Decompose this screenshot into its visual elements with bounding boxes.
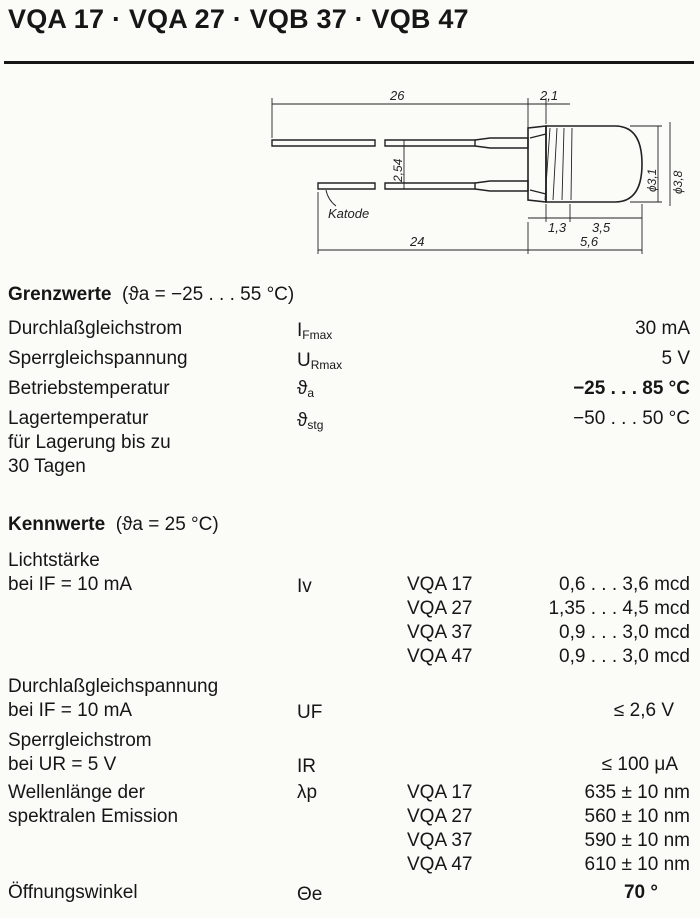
katode-label: Katode: [328, 206, 369, 221]
kennwerte-condition: (ϑa = 25 °C): [115, 514, 219, 535]
param-value: 70 °: [623, 882, 658, 903]
param-label-continued: für Lagerung bis zu: [8, 432, 171, 453]
lower-lead: [317, 182, 376, 190]
param-symbol: Iv: [297, 576, 312, 597]
dim-phi-3-8-label: ϕ3,8: [671, 170, 685, 194]
page-title: VQA 17 · VQA 27 · VQB 37 · VQB 47: [8, 4, 469, 34]
dim-2-1-label: 2,1: [539, 88, 558, 103]
type-value: 1,35 . . . 4,5 mcd: [548, 598, 690, 619]
lower-lead-right: [384, 182, 476, 190]
lower-lead-bend: [474, 180, 529, 192]
type-value: 635 ± 10 nm: [584, 782, 691, 803]
param-label: Öffnungswinkel: [8, 882, 138, 903]
param-label-continued: spektralen Emission: [8, 806, 179, 827]
dim-1-3-label: 1,3: [548, 220, 567, 235]
param-symbol: ϑstg: [297, 410, 324, 432]
kennwerte-heading: Kennwerte: [8, 514, 106, 535]
param-label-continued: bei IF = 10 mA: [8, 574, 133, 595]
param-label: Wellenlänge der: [8, 782, 145, 803]
param-value: −25 . . . 85 °C: [573, 378, 690, 399]
dim-5-6-label: 5,6: [580, 234, 599, 249]
type-label: VQA 27: [407, 598, 473, 619]
upper-lead-right: [384, 139, 476, 147]
type-value: 0,9 . . . 3,0 mcd: [559, 622, 690, 643]
param-label: Durchlaßgleichspannung: [8, 676, 219, 697]
dim-24-label: 24: [409, 234, 424, 249]
upper-lead: [271, 139, 376, 147]
param-symbol: IR: [297, 756, 316, 777]
grenzwerte-condition: (ϑa = −25 . . . 55 °C): [122, 284, 295, 305]
param-symbol: λp: [297, 782, 318, 803]
param-value: 30 mA: [635, 318, 690, 339]
param-label-continued: 30 Tagen: [8, 456, 86, 477]
title-rule: [4, 61, 694, 64]
type-value: 560 ± 10 nm: [584, 806, 691, 827]
type-value: 0,6 . . . 3,6 mcd: [559, 574, 690, 595]
type-label: VQA 47: [407, 646, 473, 667]
type-label: VQA 47: [407, 854, 473, 875]
param-symbol: IFmax: [297, 320, 333, 342]
type-label: VQA 37: [407, 622, 473, 643]
type-label: VQA 37: [407, 830, 473, 851]
type-label: VQA 17: [407, 574, 473, 595]
param-symbol: Θe: [297, 884, 323, 905]
param-label-continued: bei IF = 10 mA: [8, 700, 133, 721]
param-value: 5 V: [661, 348, 690, 369]
param-label-continued: bei UR = 5 V: [8, 754, 117, 775]
led-body: [545, 125, 643, 203]
param-symbol: URmax: [297, 350, 343, 372]
param-label: Lagertemperatur: [8, 408, 149, 429]
type-value: 590 ± 10 nm: [584, 830, 691, 851]
kennwerte-heading-row: Kennwerte (ϑa = 25 °C): [8, 514, 219, 536]
param-label: Sperrgleichstrom: [8, 730, 152, 751]
param-label: Lichtstärke: [8, 550, 100, 571]
type-value: 0,9 . . . 3,0 mcd: [559, 646, 690, 667]
grenzwerte-heading: Grenzwerte: [8, 284, 112, 305]
dim-26-label: 26: [389, 88, 405, 103]
param-symbol: ϑa: [297, 378, 315, 400]
grenzwerte-heading-row: Grenzwerte (ϑa = −25 . . . 55 °C): [8, 284, 294, 306]
param-value: ≤ 2,6 V: [613, 700, 674, 721]
type-label: VQA 17: [407, 782, 473, 803]
dim-phi-3-1-label: ϕ3,1: [645, 169, 659, 192]
param-label: Sperrgleichspannung: [8, 348, 188, 369]
dim-3-5-label: 3,5: [592, 220, 611, 235]
led-dimension-drawing: 26 2,1 2,54 ϕ3,1 ϕ3,8 Katode 1,3 3,5 24 …: [271, 88, 685, 254]
param-value: ≤ 100 μA: [601, 754, 678, 775]
param-label: Durchlaßgleichstrom: [8, 318, 183, 339]
param-symbol: UF: [297, 702, 323, 723]
param-value: −50 . . . 50 °C: [573, 408, 690, 429]
type-value: 610 ± 10 nm: [584, 854, 691, 875]
upper-lead-bend: [474, 137, 529, 149]
param-label: Betriebstemperatur: [8, 378, 170, 399]
type-label: VQA 27: [407, 806, 473, 827]
dim-2-54-label: 2,54: [391, 158, 405, 183]
